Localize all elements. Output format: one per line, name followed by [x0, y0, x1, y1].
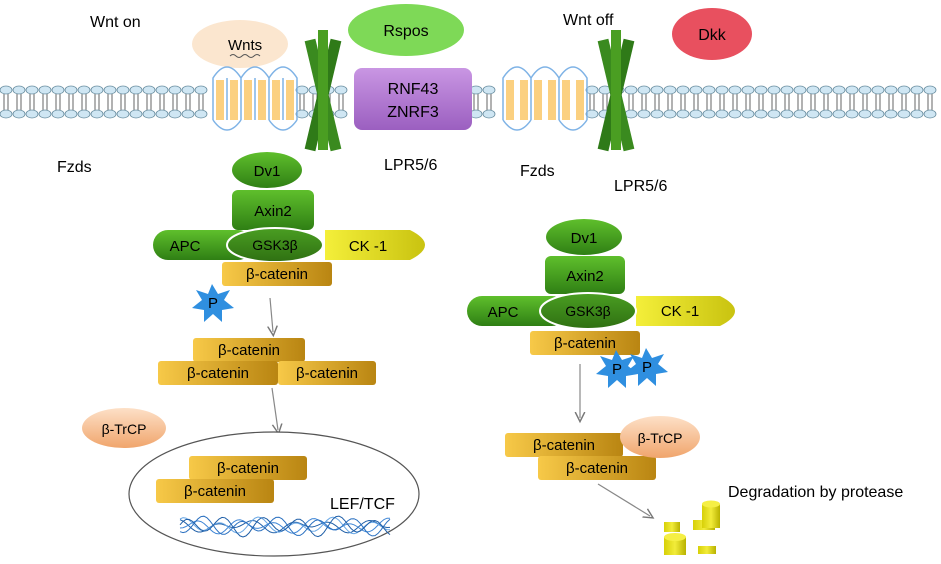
- protease-fragments: [664, 500, 720, 555]
- left-catenin-stack: β-catenin β-catenin β-catenin: [158, 338, 376, 385]
- dv1-left-label: Dv1: [254, 163, 281, 180]
- phospho-right-2-label: P: [642, 359, 652, 376]
- lpr-right-label: LPR5/6: [614, 178, 667, 195]
- ck1-left-label: CK -1: [349, 238, 387, 255]
- left-destruction-complex: Dv1 Axin2 CK -1 APC GSK3β β-catenin P: [153, 152, 425, 322]
- fzds-left-label: Fzds: [57, 159, 92, 176]
- lpr-left-label: LPR5/6: [384, 157, 437, 174]
- apc-left: [153, 230, 253, 260]
- arrow-left-1: [270, 297, 273, 332]
- nucleus-catenin-1-label: β-catenin: [217, 460, 279, 477]
- lrp-receptor-right: [597, 30, 635, 152]
- ck1-left: [325, 230, 425, 260]
- dv1-left: [232, 152, 302, 188]
- dna-helix: [179, 515, 391, 538]
- dv1-right-label: Dv1: [571, 230, 598, 247]
- left-stack-catenin-1: β-catenin: [218, 342, 280, 359]
- wnts-ligand: [192, 20, 288, 68]
- gsk3b-left-label: GSK3β: [252, 237, 297, 253]
- phospho-right-2: [626, 348, 668, 386]
- rspos-label: Rspos: [383, 23, 428, 40]
- beta-catenin-left-complex-label: β-catenin: [246, 266, 308, 283]
- frizzled-left: [212, 66, 298, 131]
- axin2-right-label: Axin2: [566, 268, 604, 285]
- right-stack-catenin-2: [538, 456, 656, 480]
- beta-catenin-right-complex-label: β-catenin: [554, 335, 616, 352]
- right-stack-catenin-1-label: β-catenin: [533, 437, 595, 454]
- lrp-receptor-left: [304, 30, 342, 152]
- rnf43-znrf3-box: [354, 68, 472, 130]
- nucleus-catenin-1: [189, 456, 307, 480]
- right-stack-catenin-2-label: β-catenin: [566, 460, 628, 477]
- wnts-label: Wnts: [228, 37, 262, 54]
- arrow-right-2: [597, 483, 650, 516]
- beta-trcp-left-label: β-TrCP: [102, 421, 147, 437]
- beta-trcp-right-label: β-TrCP: [638, 430, 683, 446]
- apc-left-label: APC: [170, 238, 201, 255]
- arrow-left-2: [271, 387, 278, 430]
- znrf3-label: ZNRF3: [387, 104, 439, 121]
- phospho-left: [192, 284, 234, 322]
- wnt-off-label: Wnt off: [563, 12, 614, 29]
- wnts-squiggle: [229, 54, 261, 58]
- axin2-right: [545, 256, 625, 294]
- left-stack-catenin-2: β-catenin: [187, 365, 249, 382]
- frizzled-right: [502, 66, 588, 131]
- apc-right-label: APC: [488, 304, 519, 321]
- dv1-right: [546, 219, 622, 255]
- phospho-left-label: P: [208, 295, 218, 312]
- gsk3b-right-label: GSK3β: [565, 303, 610, 319]
- beta-trcp-right: [620, 416, 700, 458]
- left-stack-catenin-3: β-catenin: [296, 365, 358, 382]
- rspos-ligand: [348, 4, 464, 56]
- right-destruction-complex: Dv1 Axin2 CK -1 APC GSK3β β-catenin P P: [467, 219, 735, 388]
- phospho-right-1-label: P: [612, 361, 622, 378]
- dkk-label: Dkk: [698, 27, 727, 44]
- dkk-ligand: [672, 8, 752, 60]
- lef-tcf-label: LEF/TCF: [330, 496, 395, 513]
- wnt-on-label: Wnt on: [90, 14, 141, 31]
- apc-right: [467, 296, 567, 326]
- axin2-left-label: Axin2: [254, 203, 292, 220]
- rnf43-label: RNF43: [388, 81, 439, 98]
- beta-catenin-right-complex: [530, 331, 640, 355]
- axin2-left: [232, 190, 314, 230]
- beta-trcp-left: [82, 408, 166, 448]
- degradation-label: Degradation by protease: [728, 484, 903, 501]
- gsk3b-right: [539, 292, 637, 330]
- right-stack-catenin-1: [505, 433, 623, 457]
- ck1-right-label: CK -1: [661, 303, 699, 320]
- beta-catenin-left-complex: [222, 262, 332, 286]
- nucleus-catenin-2-label: β-catenin: [184, 483, 246, 500]
- nucleus-catenin-2: [156, 479, 274, 503]
- phospho-right-1: [596, 350, 638, 388]
- ck1-right: [636, 296, 735, 326]
- fzds-right-label: Fzds: [520, 163, 555, 180]
